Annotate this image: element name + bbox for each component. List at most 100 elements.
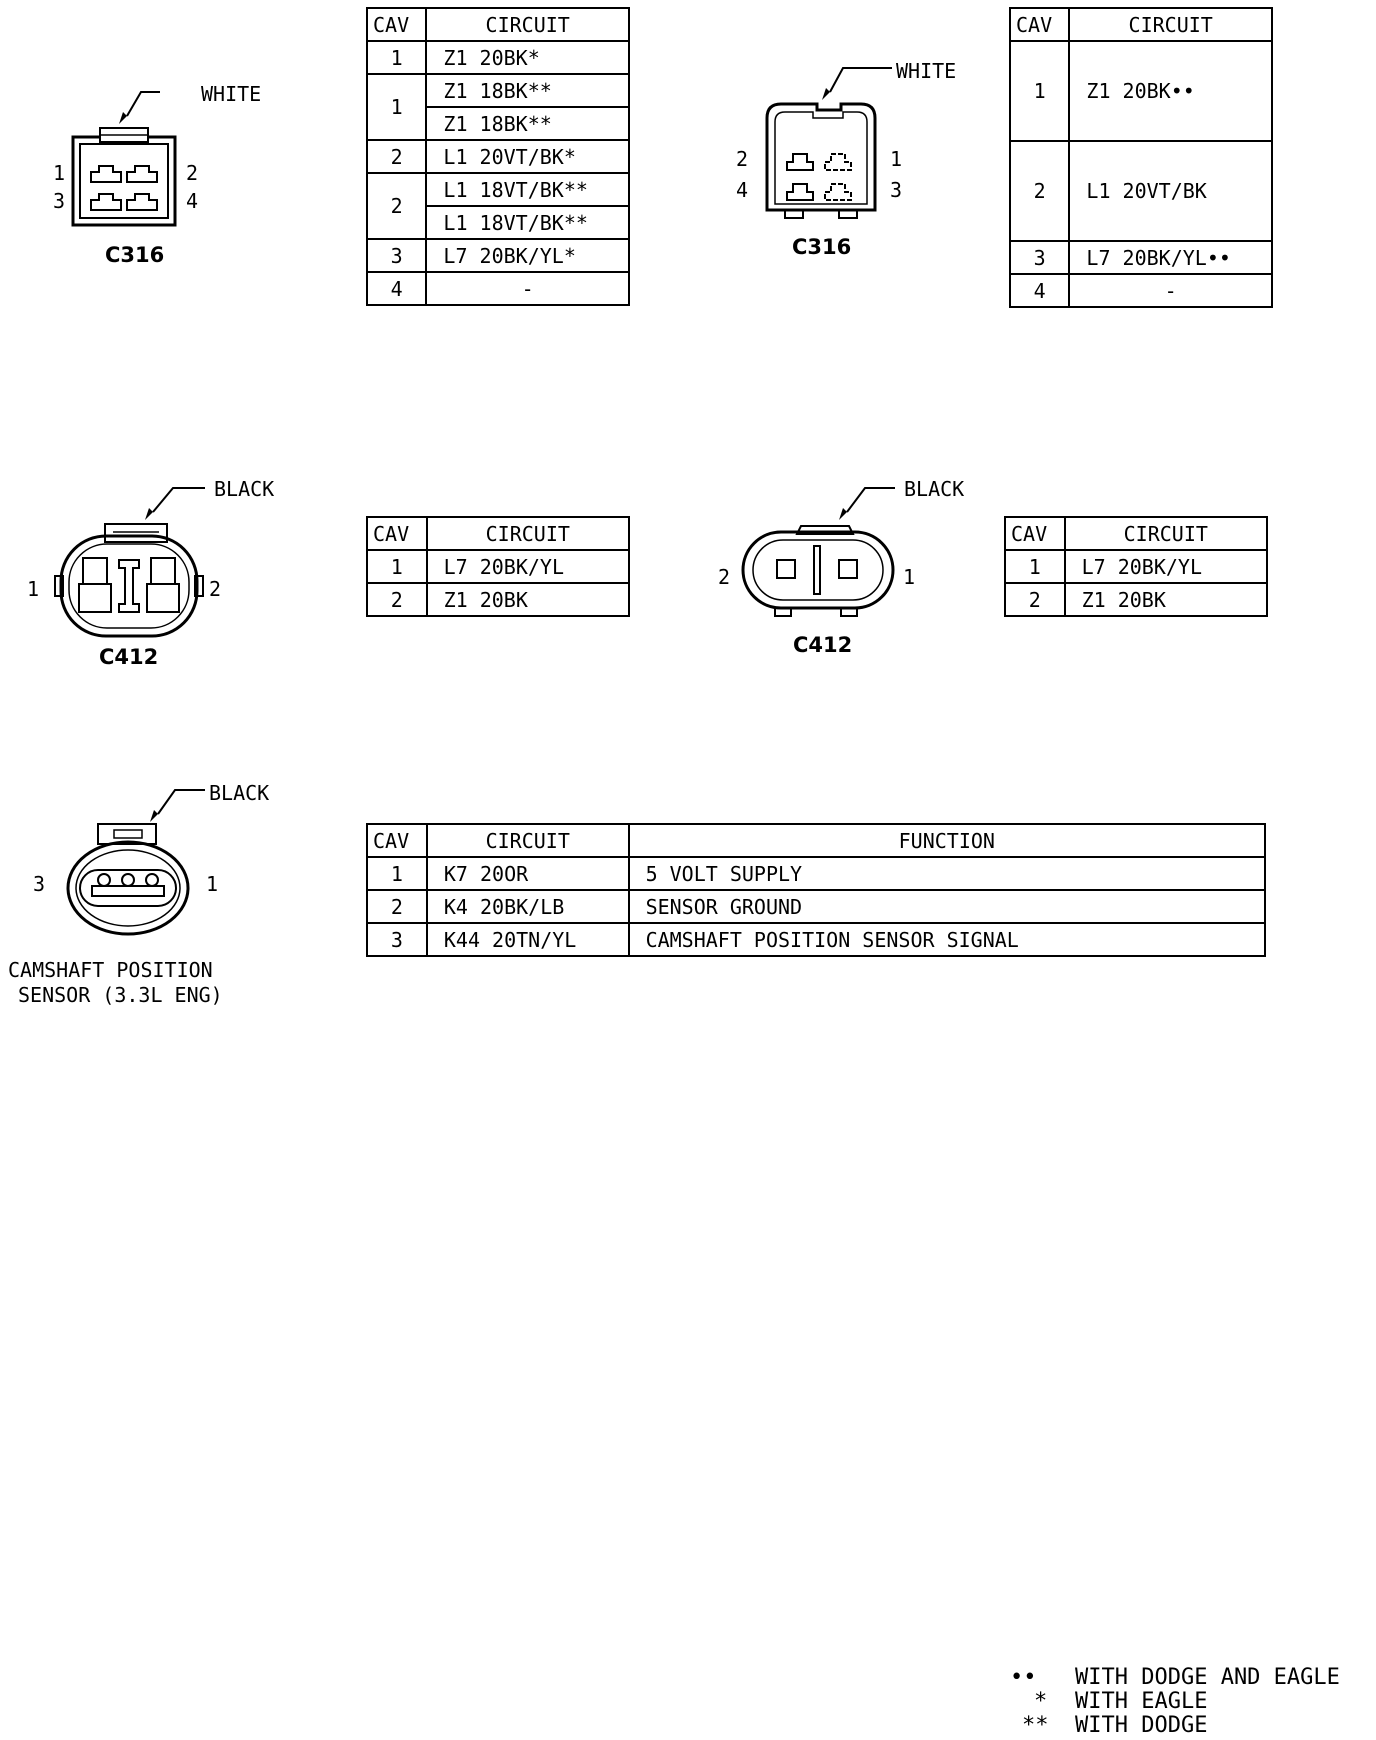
table-row: 2 L1 18VT/BK** — [365, 172, 630, 240]
table-row: 3 L7 20BK/YL•• — [1008, 240, 1273, 275]
c316-right-pin-1: 1 — [890, 147, 903, 171]
c316-left-pin-2: 2 — [186, 161, 199, 185]
table-header-cav: CAV — [1008, 7, 1071, 42]
camshaft-sensor-color-label: BLACK — [209, 781, 270, 805]
circuit-cell: Z1 20BK — [425, 582, 631, 617]
table-row: 2 L1 20VT/BK* — [365, 139, 630, 174]
cav-cell: 1 — [1004, 549, 1066, 584]
c412-left-pin-2: 2 — [209, 577, 222, 601]
camshaft-sensor-name-line2: SENSOR (3.3L ENG) — [18, 983, 223, 1007]
cav-cell: 1 — [366, 856, 428, 891]
cav-cell: 3 — [365, 238, 428, 273]
c316-left-color-label: WHITE — [201, 82, 262, 106]
table-row: 2 Z1 20BK — [366, 582, 631, 617]
circuit-cell: Z1 20BK•• — [1068, 40, 1273, 142]
camshaft-sensor-pinout-table: CAV CIRCUIT FUNCTION 1 K7 20OR 5 VOLT SU… — [366, 823, 1267, 957]
table-row: 1 K7 20OR 5 VOLT SUPPLY — [366, 856, 1267, 891]
cav-cell: 2 — [365, 172, 428, 240]
circuit-cell: K44 20TN/YL — [425, 922, 630, 957]
c316-left-connector-name: C316 — [105, 243, 165, 267]
c412-right-connector-diagram — [741, 487, 895, 617]
circuit-cell: Z1 18BK** — [425, 73, 630, 108]
cav-cell: 2 — [366, 582, 428, 617]
cav-cell: 2 — [366, 889, 428, 924]
c316-right-connector-name: C316 — [792, 235, 852, 259]
c316-right-pin-4: 4 — [736, 178, 749, 202]
circuit-cell: - — [1068, 273, 1273, 308]
table-header-circuit: CIRCUIT — [425, 823, 630, 858]
c412-right-pin-2: 2 — [718, 565, 731, 589]
table-row: 4 - — [365, 271, 630, 306]
camshaft-sensor-connector-diagram — [66, 789, 205, 936]
circuit-cell: L7 20BK/YL•• — [1068, 240, 1273, 275]
table-row: 2 Z1 20BK — [1004, 582, 1269, 617]
c316-right-connector-diagram — [765, 67, 892, 219]
circuit-cell: Z1 20BK — [1063, 582, 1269, 617]
circuit-cell: L1 18VT/BK** — [425, 205, 630, 240]
table-header-circuit: CIRCUIT — [425, 7, 630, 42]
c412-left-pinout-table: CAV CIRCUIT 1 L7 20BK/YL 2 Z1 20BK — [366, 516, 631, 617]
c316-left-pin-3: 3 — [53, 189, 66, 213]
c316-right-pin-3: 3 — [890, 178, 903, 202]
table-row: 1 Z1 20BK•• — [1008, 40, 1273, 142]
circuit-cell: L7 20BK/YL* — [425, 238, 630, 273]
table-row: 1 L7 20BK/YL — [1004, 549, 1269, 584]
table-header-cav: CAV — [1004, 516, 1066, 551]
legend-text: WITH EAGLE — [1075, 1689, 1208, 1714]
table-row: 4 - — [1008, 273, 1273, 308]
cav-cell: 3 — [1008, 240, 1071, 275]
c316-left-pin-4: 4 — [186, 189, 199, 213]
c412-right-connector-name: C412 — [793, 633, 853, 657]
circuit-cell: K7 20OR — [425, 856, 630, 891]
table-header-cav: CAV — [366, 823, 428, 858]
c412-right-pin-1: 1 — [903, 565, 916, 589]
cav-cell: 1 — [366, 549, 428, 584]
table-row: 1 Z1 20BK* — [365, 40, 630, 75]
function-cell: 5 VOLT SUPPLY — [627, 856, 1267, 891]
c412-left-color-label: BLACK — [214, 477, 275, 501]
c412-left-connector-diagram — [54, 487, 205, 638]
cav-cell: 2 — [365, 139, 428, 174]
c316-right-pinout-table: CAV CIRCUIT 1 Z1 20BK•• 2 L1 20VT/BK 3 L… — [1008, 7, 1273, 308]
camshaft-sensor-pin-1: 1 — [206, 872, 219, 896]
table-row: 1 Z1 18BK** — [365, 73, 630, 141]
circuit-cell: L1 18VT/BK** — [425, 172, 630, 207]
legend-text: WITH DODGE — [1075, 1713, 1208, 1738]
cav-cell: 2 — [1008, 140, 1071, 242]
table-header-circuit: CIRCUIT — [425, 516, 631, 551]
cav-cell: 4 — [1008, 273, 1071, 308]
table-row: 1 L7 20BK/YL — [366, 549, 631, 584]
table-row: 3 K44 20TN/YL CAMSHAFT POSITION SENSOR S… — [366, 922, 1267, 957]
function-cell: CAMSHAFT POSITION SENSOR SIGNAL — [627, 922, 1267, 957]
table-row: 3 L7 20BK/YL* — [365, 238, 630, 273]
table-header-circuit: CIRCUIT — [1068, 7, 1273, 42]
table-header-circuit: CIRCUIT — [1063, 516, 1269, 551]
table-header-function: FUNCTION — [627, 823, 1267, 858]
table-row: 2 L1 20VT/BK — [1008, 140, 1273, 242]
cav-cell: 1 — [1008, 40, 1071, 142]
c316-right-pin-2: 2 — [736, 147, 749, 171]
circuit-cell: K4 20BK/LB — [425, 889, 630, 924]
cav-cell: 1 — [365, 73, 428, 141]
circuit-cell: L1 20VT/BK* — [425, 139, 630, 174]
table-header-cav: CAV — [366, 516, 428, 551]
c412-right-pinout-table: CAV CIRCUIT 1 L7 20BK/YL 2 Z1 20BK — [1004, 516, 1269, 617]
c316-left-connector-diagram — [71, 91, 177, 227]
circuit-cell: L7 20BK/YL — [1063, 549, 1269, 584]
circuit-cell: Z1 18BK** — [425, 106, 630, 141]
c316-left-pin-1: 1 — [53, 161, 66, 185]
function-cell: SENSOR GROUND — [627, 889, 1267, 924]
legend-symbol: •• — [1010, 1665, 1037, 1690]
circuit-cell: Z1 20BK* — [425, 40, 630, 75]
c316-left-pinout-table: CAV CIRCUIT 1 Z1 20BK* 1 Z1 18BK** Z1 18… — [365, 7, 630, 306]
legend-text: WITH DODGE AND EAGLE — [1075, 1665, 1340, 1690]
table-header-cav: CAV — [365, 7, 428, 42]
c412-left-pin-1: 1 — [27, 577, 40, 601]
camshaft-sensor-pin-3: 3 — [33, 872, 46, 896]
table-row: Z1 18BK** — [367, 106, 630, 141]
circuit-cell: - — [425, 271, 630, 306]
cav-cell: 3 — [366, 922, 428, 957]
cav-cell: 2 — [1004, 582, 1066, 617]
c412-right-color-label: BLACK — [904, 477, 965, 501]
cav-cell: 1 — [365, 40, 428, 75]
